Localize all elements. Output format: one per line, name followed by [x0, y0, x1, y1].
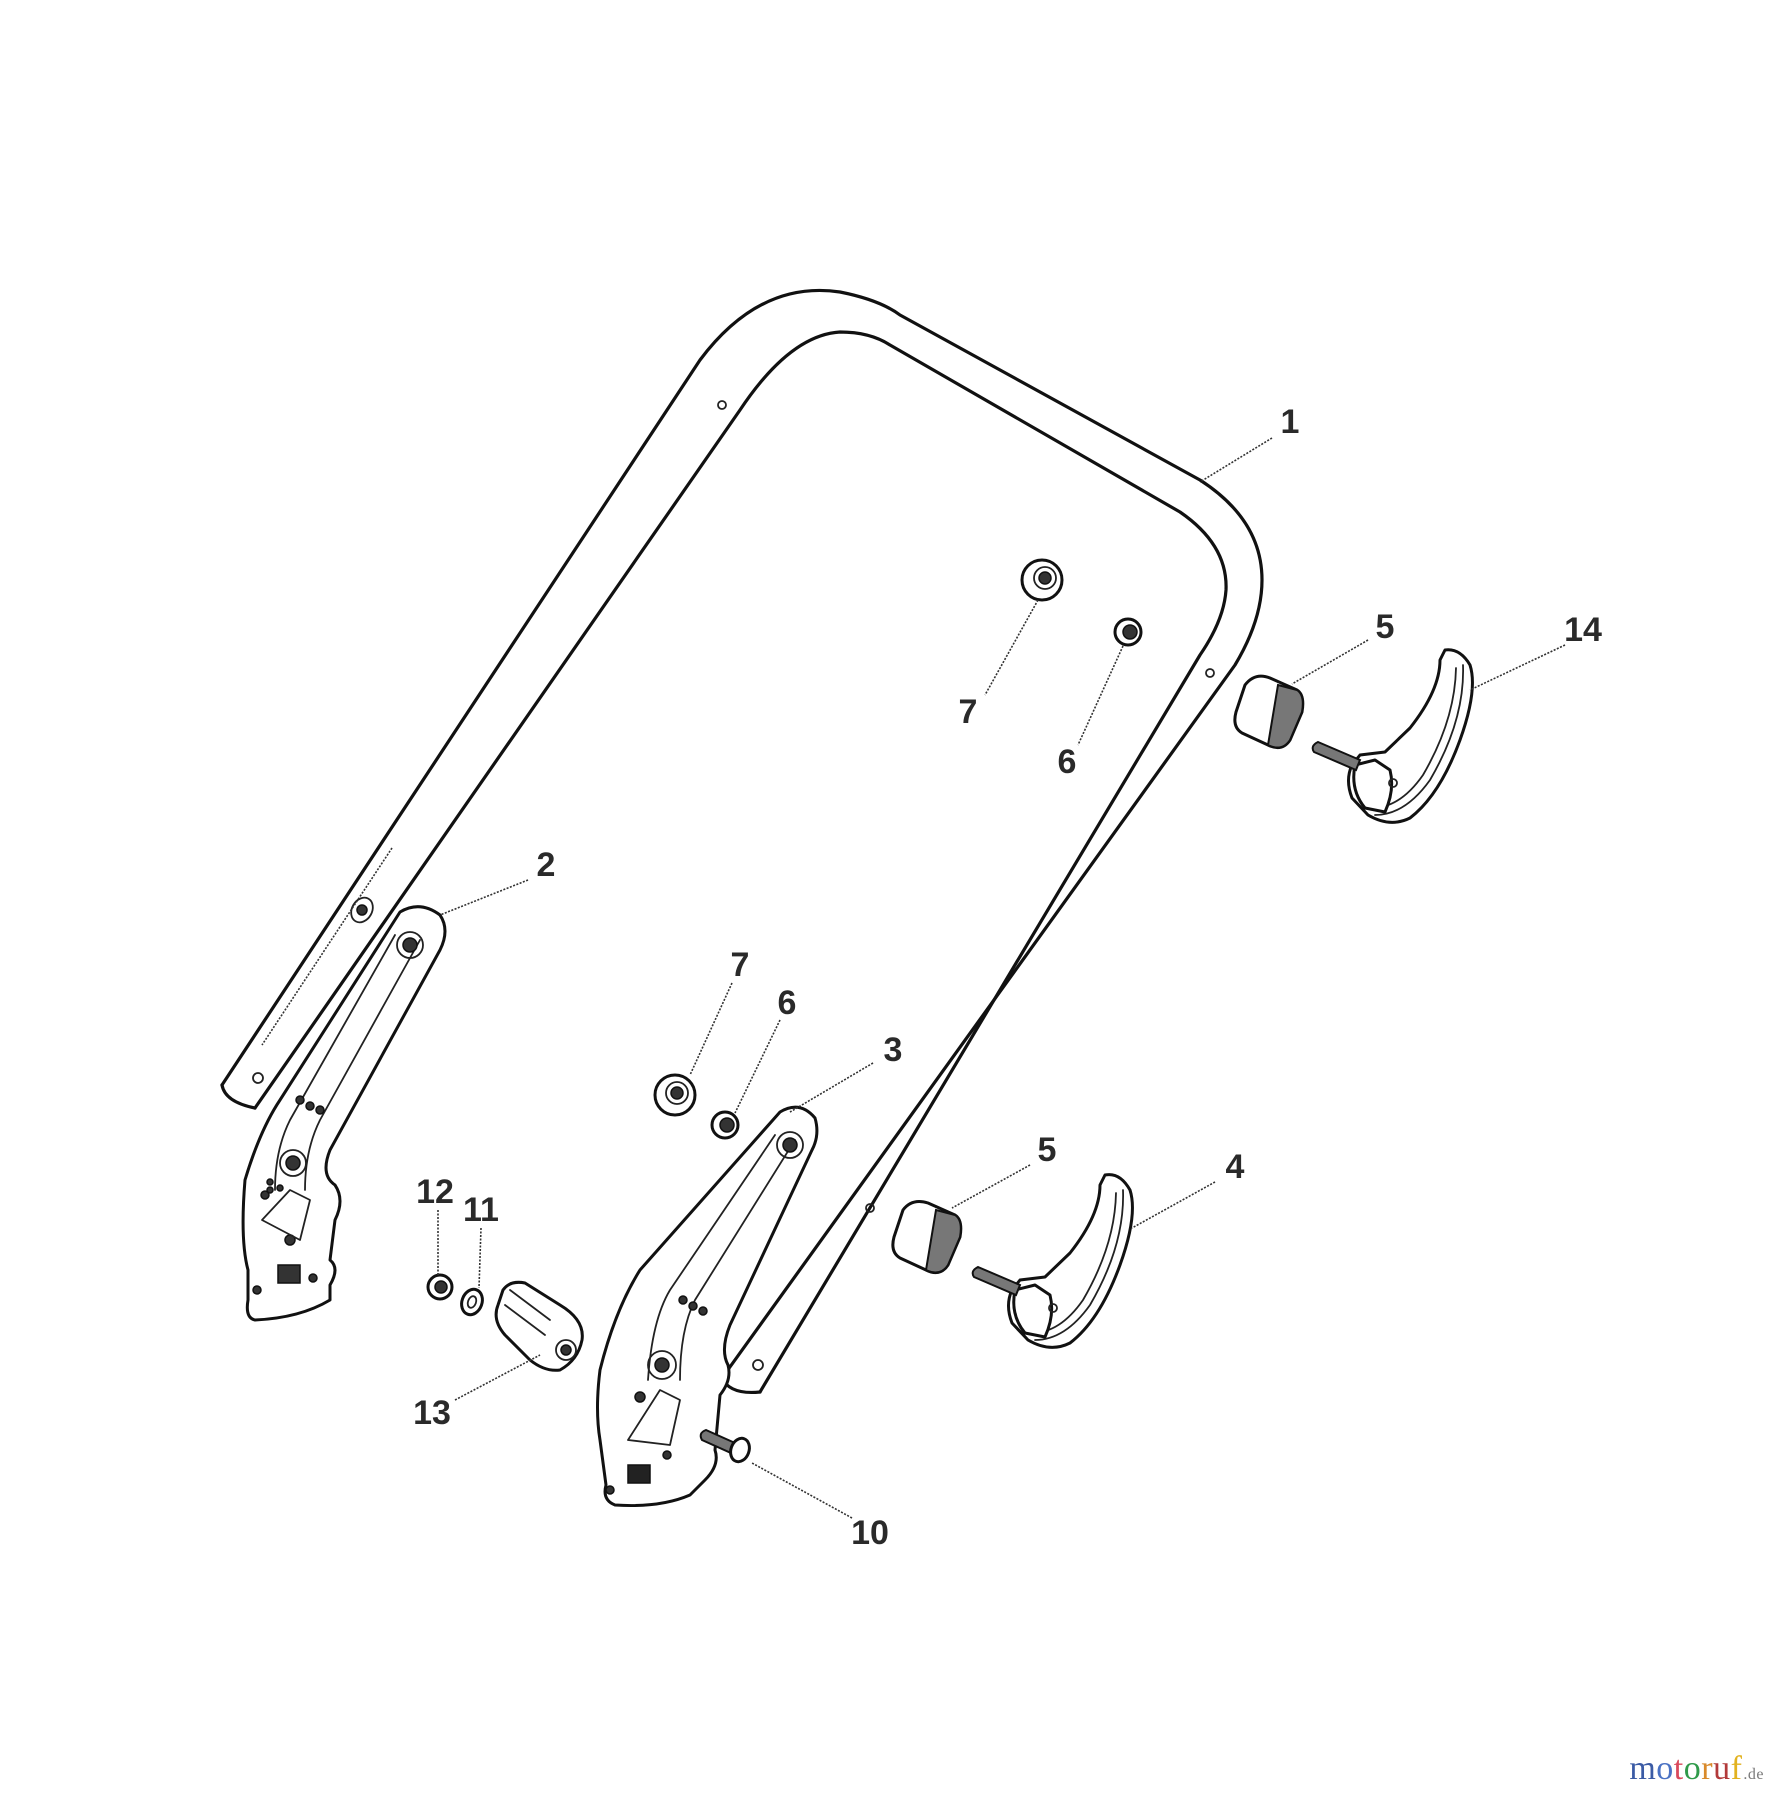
watermark-letter: r	[1701, 1750, 1714, 1787]
label-part-14: 14	[1564, 611, 1602, 649]
left-handle-bracket	[241, 905, 447, 1322]
label-part-6-lower: 6	[777, 984, 797, 1022]
label-part-5-upper: 5	[1375, 608, 1395, 646]
lower-clamp-lever	[971, 1173, 1134, 1349]
watermark-letter: u	[1713, 1750, 1731, 1787]
label-part-12: 12	[416, 1173, 454, 1211]
upper-small-nut	[1113, 617, 1143, 647]
label-part-1: 1	[1280, 403, 1300, 441]
hex-nut	[426, 1273, 454, 1301]
label-part-7-lower: 7	[730, 946, 750, 984]
label-part-3: 3	[883, 1031, 903, 1069]
right-handle-bracket	[596, 1105, 819, 1508]
lower-flange-nut	[653, 1073, 697, 1117]
label-part-5-lower: 5	[1037, 1131, 1057, 1169]
upper-clamp-lever	[1311, 648, 1474, 824]
upper-clamp-block	[1233, 674, 1305, 750]
lower-clamp-block	[891, 1200, 963, 1275]
upper-flange-nut	[1020, 558, 1064, 602]
label-part-11: 11	[463, 1191, 499, 1229]
handle-bar	[220, 288, 1264, 1395]
screw	[699, 1428, 751, 1464]
watermark-tld: .de	[1743, 1766, 1764, 1783]
label-part-4: 4	[1225, 1148, 1245, 1186]
watermark-letter: o	[1656, 1750, 1674, 1787]
watermark-letter: o	[1683, 1750, 1702, 1787]
label-part-10: 10	[851, 1514, 889, 1552]
washer	[460, 1287, 484, 1317]
watermark-letter: m	[1629, 1750, 1657, 1787]
label-part-7-upper: 7	[958, 693, 978, 731]
watermark-letter: f	[1730, 1750, 1743, 1787]
label-part-2: 2	[536, 846, 556, 884]
leader-lines	[437, 437, 1566, 1519]
label-part-13: 13	[413, 1394, 451, 1432]
watermark-letter: t	[1673, 1750, 1684, 1787]
label-part-6-upper: 6	[1057, 743, 1077, 781]
height-adjust-lever	[494, 1280, 584, 1372]
watermark-logo: motoruf.de	[1629, 1752, 1764, 1786]
lower-small-nut	[710, 1110, 740, 1140]
